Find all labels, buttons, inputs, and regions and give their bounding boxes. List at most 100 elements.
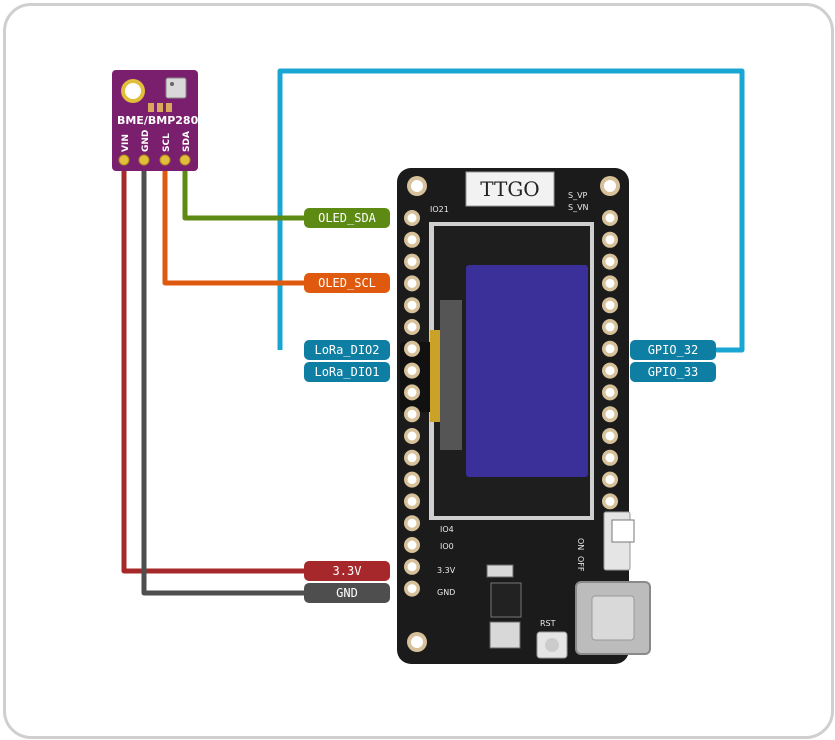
left-pin-hole <box>407 562 417 572</box>
left-pin-hole <box>407 518 417 528</box>
component <box>486 564 514 578</box>
right-pin-hole <box>605 387 615 397</box>
right-pin-hole <box>605 322 615 332</box>
pad-gnd <box>138 154 150 166</box>
wire-scl <box>162 163 310 286</box>
wire-gnd <box>141 163 310 596</box>
sensor-pin-pads <box>118 154 191 166</box>
sensor-name: BME/BMP280 <box>117 114 199 127</box>
pin-label-scl: SCL <box>162 133 172 152</box>
wires <box>121 68 745 596</box>
wire-gpio32-lora-dio2 <box>277 68 745 353</box>
right-pin-hole <box>605 496 615 506</box>
left-pin-hole <box>407 540 417 550</box>
svg-text:LoRa_DIO1: LoRa_DIO1 <box>314 365 379 379</box>
left-pin-hole <box>407 409 417 419</box>
right-pin-hole <box>605 278 615 288</box>
sensor-pin-labels: VIN GND SCL SDA <box>121 130 192 152</box>
label-gpio-32: GPIO_32 <box>630 340 716 360</box>
board-title-plate <box>465 171 555 207</box>
silk-on: ON <box>576 538 585 550</box>
left-pin-hole <box>407 235 417 245</box>
left-pin-hole <box>407 496 417 506</box>
left-pin-hole <box>407 322 417 332</box>
power-switch-knob <box>611 519 635 543</box>
right-pin-hole <box>605 453 615 463</box>
pad-sda <box>179 154 191 166</box>
right-pin-hole <box>605 257 615 267</box>
ttgo-lora32-board: TTGO S_VP S_VN IO21 IO4 IO0 3.3V GND ON … <box>397 168 651 664</box>
silk-gnd: GND <box>437 588 455 597</box>
left-pin-hole <box>407 213 417 223</box>
board-mounting-holes <box>407 176 620 652</box>
left-pin-header <box>404 210 420 597</box>
sensor-chip <box>165 77 187 99</box>
silk-io0: IO0 <box>440 542 454 551</box>
left-pin-hole <box>407 344 417 354</box>
left-pin-hole <box>407 584 417 594</box>
svg-text:GPIO_32: GPIO_32 <box>648 343 699 357</box>
left-pin-hole <box>407 431 417 441</box>
mounting-hole-inner <box>125 83 141 99</box>
silk-rst: RST <box>540 619 556 628</box>
bme280-sensor-module: BME/BMP280 VIN GND SCL SDA <box>112 70 199 171</box>
left-pin-hole <box>407 300 417 310</box>
silk-s-vp: S_VP <box>568 191 588 200</box>
silk-io4: IO4 <box>440 525 454 534</box>
board-title: TTGO <box>480 177 539 201</box>
left-pin-hole <box>407 366 417 376</box>
left-pin-hole <box>407 278 417 288</box>
pad-scl <box>159 154 171 166</box>
label-3v3: 3.3V <box>304 561 390 581</box>
sensor-chip-port <box>170 82 174 86</box>
left-pin-hole <box>407 475 417 485</box>
label-oled-scl: OLED_SCL <box>304 273 390 293</box>
silk-io21: IO21 <box>430 205 449 214</box>
right-pin-hole <box>605 409 615 419</box>
svg-text:LoRa_DIO2: LoRa_DIO2 <box>314 343 379 357</box>
left-pin-hole <box>407 257 417 267</box>
pad-vin <box>118 154 130 166</box>
label-lora-dio2: LoRa_DIO2 <box>304 340 390 360</box>
right-pin-header <box>602 210 618 510</box>
wire-sda <box>182 163 310 221</box>
right-pin-hole <box>605 213 615 223</box>
silk-off: OFF <box>576 556 585 572</box>
label-lora-dio1: LoRa_DIO1 <box>304 362 390 382</box>
svg-text:3.3V: 3.3V <box>333 564 362 578</box>
smd-component <box>166 103 172 112</box>
oled-ribbon <box>440 300 462 450</box>
right-pin-hole <box>605 300 615 310</box>
pin-label-vin: VIN <box>121 134 131 152</box>
svg-text:GPIO_33: GPIO_33 <box>648 365 699 379</box>
pin-labels: OLED_SDA OLED_SCL LoRa_DIO2 LoRa_DIO1 GP… <box>304 208 716 603</box>
right-pin-hole <box>605 366 615 376</box>
regulator <box>490 582 522 618</box>
wire-vin <box>121 163 310 574</box>
smd-component <box>157 103 163 112</box>
left-pin-hole <box>407 453 417 463</box>
svg-text:OLED_SDA: OLED_SDA <box>318 211 377 225</box>
component <box>489 621 521 649</box>
label-gpio-33: GPIO_33 <box>630 362 716 382</box>
smd-component <box>148 103 154 112</box>
usb-port-opening <box>591 595 635 641</box>
right-pin-hole <box>605 235 615 245</box>
oled-flex-tab <box>430 330 440 422</box>
right-pin-hole <box>605 344 615 354</box>
label-gnd: GND <box>304 583 390 603</box>
right-pin-hole <box>605 475 615 485</box>
reset-button-cap <box>545 638 559 652</box>
right-pin-hole <box>605 431 615 441</box>
left-pin-hole <box>407 387 417 397</box>
svg-text:OLED_SCL: OLED_SCL <box>318 276 376 290</box>
label-oled-sda: OLED_SDA <box>304 208 390 228</box>
pin-label-sda: SDA <box>182 131 192 152</box>
svg-text:GND: GND <box>336 586 358 600</box>
pin-label-gnd: GND <box>141 130 151 152</box>
silk-s-vn: S_VN <box>568 203 589 212</box>
oled-screen <box>466 265 588 477</box>
oled-display <box>400 222 594 520</box>
silk-3v3: 3.3V <box>437 566 456 575</box>
